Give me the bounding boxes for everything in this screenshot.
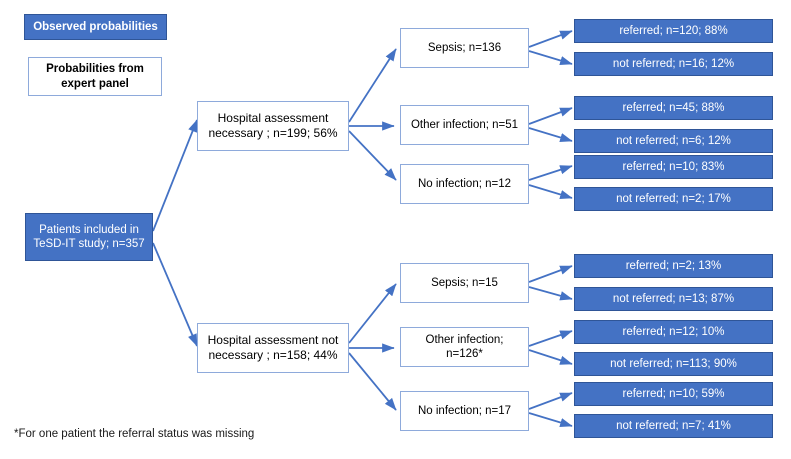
outcome-label: not referred; n=6; 12% xyxy=(616,134,731,147)
arrow-sepsis-upper-to-referred xyxy=(528,30,573,48)
node-no-infection-upper-label: No infection; n=12 xyxy=(417,177,512,190)
outcome-no-infection-lower-not-referred: not referred; n=7; 41% xyxy=(574,414,773,438)
outcome-label: referred; n=12; 10% xyxy=(622,325,725,338)
arrow-not-necessary-to-sepsis xyxy=(348,283,397,344)
arrow-no-infection-upper-to-referred xyxy=(528,165,573,181)
legend-expert-label: Probabilities from expert panel xyxy=(46,63,144,90)
outcome-other-infection-lower-not-referred: not referred; n=113; 90% xyxy=(574,352,773,376)
outcome-sepsis-lower-not-referred: not referred; n=13; 87% xyxy=(574,287,773,311)
outcome-no-infection-upper-referred: referred; n=10; 83% xyxy=(574,155,773,179)
arrow-no-infection-upper-to-not-referred xyxy=(528,184,573,200)
outcome-sepsis-upper-not-referred: not referred; n=16; 12% xyxy=(574,52,773,76)
arrow-other-lower-to-referred xyxy=(528,330,573,347)
arrow-other-upper-to-referred xyxy=(528,107,573,125)
outcome-label: referred; n=45; 88% xyxy=(622,101,725,114)
node-sepsis-lower: Sepsis; n=15 xyxy=(400,263,529,303)
node-root-patients: Patients included in TeSD-IT study; n=35… xyxy=(25,213,153,261)
outcome-label: not referred; n=2; 17% xyxy=(616,192,731,205)
arrow-root-to-necessary xyxy=(152,119,198,232)
node-sepsis-lower-label: Sepsis; n=15 xyxy=(431,276,498,289)
arrow-no-infection-lower-to-not-referred xyxy=(528,412,573,428)
arrow-necessary-to-sepsis xyxy=(348,48,397,123)
outcome-label: referred; n=120; 88% xyxy=(619,24,728,37)
legend-expert-probabilities: Probabilities from expert panel xyxy=(28,57,162,96)
arrow-sepsis-lower-to-referred xyxy=(528,265,573,283)
arrow-sepsis-upper-to-not-referred xyxy=(528,50,573,66)
arrow-necessary-to-no-infection xyxy=(348,130,397,181)
arrow-sepsis-lower-to-not-referred xyxy=(528,286,573,301)
outcome-label: not referred; n=13; 87% xyxy=(612,292,735,305)
arrow-no-infection-lower-to-referred xyxy=(528,392,573,410)
node-hospital-assessment-not-necessary-label: Hospital assessment not necessary ; n=15… xyxy=(207,333,339,362)
arrow-other-upper-to-not-referred xyxy=(528,127,573,143)
node-no-infection-lower-label: No infection; n=17 xyxy=(417,404,512,417)
node-hospital-assessment-necessary-label: Hospital assessment necessary ; n=199; 5… xyxy=(208,111,338,140)
node-hospital-assessment-not-necessary: Hospital assessment not necessary ; n=15… xyxy=(197,323,349,373)
outcome-label: not referred; n=7; 41% xyxy=(616,419,731,432)
outcome-other-infection-upper-referred: referred; n=45; 88% xyxy=(574,96,773,120)
footnote: *For one patient the referral status was… xyxy=(14,428,255,440)
node-sepsis-upper: Sepsis; n=136 xyxy=(400,28,529,68)
legend-observed-probabilities: Observed probabilities xyxy=(24,14,167,40)
outcome-no-infection-lower-referred: referred; n=10; 59% xyxy=(574,382,773,406)
node-other-infection-upper: Other infection; n=51 xyxy=(400,105,529,145)
outcome-label: not referred; n=113; 90% xyxy=(610,357,737,370)
node-other-infection-lower-label: Other infection; n=126* xyxy=(425,333,504,360)
outcome-label: not referred; n=16; 12% xyxy=(612,57,735,70)
outcome-no-infection-upper-not-referred: not referred; n=2; 17% xyxy=(574,187,773,211)
legend-observed-label: Observed probabilities xyxy=(33,20,158,33)
node-no-infection-upper: No infection; n=12 xyxy=(400,164,529,204)
arrow-other-lower-to-not-referred xyxy=(528,349,573,365)
outcome-other-infection-lower-referred: referred; n=12; 10% xyxy=(574,320,773,344)
node-other-infection-upper-label: Other infection; n=51 xyxy=(410,118,519,131)
outcome-label: referred; n=10; 59% xyxy=(622,387,725,400)
arrow-not-necessary-to-no-infection xyxy=(348,352,397,411)
node-no-infection-lower: No infection; n=17 xyxy=(400,391,529,431)
node-root-label: Patients included in TeSD-IT study; n=35… xyxy=(33,223,145,250)
outcome-sepsis-upper-referred: referred; n=120; 88% xyxy=(574,19,773,43)
outcome-sepsis-lower-referred: referred; n=2; 13% xyxy=(574,254,773,278)
arrow-root-to-not-necessary xyxy=(152,242,198,347)
node-other-infection-lower: Other infection; n=126* xyxy=(400,327,529,367)
outcome-other-infection-upper-not-referred: not referred; n=6; 12% xyxy=(574,129,773,153)
node-sepsis-upper-label: Sepsis; n=136 xyxy=(427,41,502,54)
outcome-label: referred; n=2; 13% xyxy=(625,259,722,272)
outcome-label: referred; n=10; 83% xyxy=(622,160,725,173)
node-hospital-assessment-necessary: Hospital assessment necessary ; n=199; 5… xyxy=(197,101,349,151)
